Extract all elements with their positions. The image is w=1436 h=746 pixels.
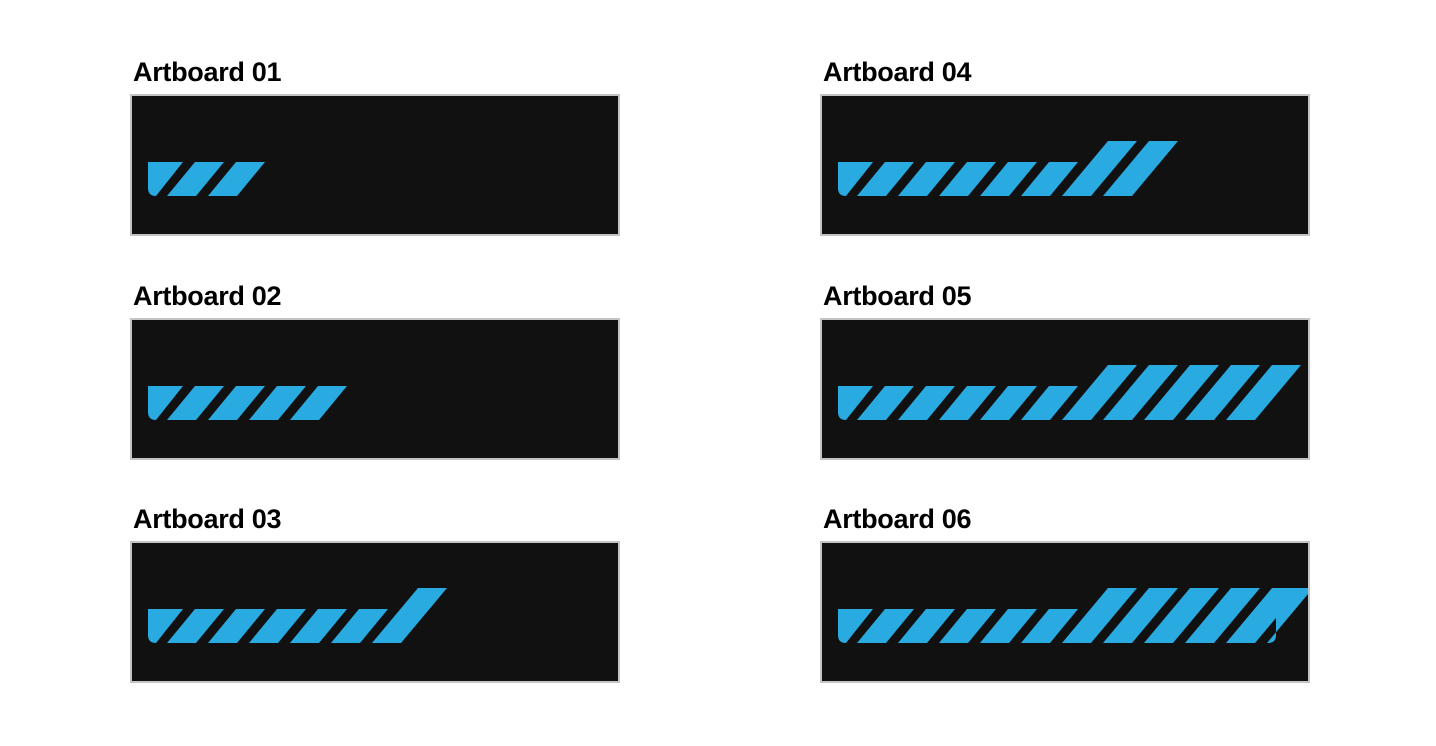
artboard-02: Artboard 02 [130, 280, 620, 460]
progress-segment [857, 386, 914, 420]
progress-segment-start [148, 609, 183, 643]
progress-bar [148, 162, 265, 196]
artboard-title: Artboard 04 [823, 57, 972, 87]
progress-segment [939, 162, 996, 196]
progress-segment [939, 609, 996, 643]
progress-segment [290, 609, 347, 643]
progress-segment [167, 386, 224, 420]
progress-segment [331, 609, 388, 643]
progress-segment-tall [372, 588, 447, 643]
progress-bar [838, 141, 1178, 196]
progress-segment-tall [1103, 365, 1178, 420]
artboard-canvas [820, 94, 1310, 236]
progress-segment [290, 386, 347, 420]
progress-segment [980, 386, 1037, 420]
progress-segment [1021, 162, 1078, 196]
progress-segment [857, 609, 914, 643]
progress-segment [249, 609, 306, 643]
artboard-canvas [130, 541, 620, 683]
artboard-canvas [130, 94, 620, 236]
progress-segment [980, 609, 1037, 643]
progress-segment-tall [1185, 588, 1260, 643]
progress-segment-tall [1226, 365, 1301, 420]
progress-bar [148, 386, 347, 420]
artboard-04: Artboard 04 [820, 56, 1310, 236]
progress-bar [838, 588, 1308, 643]
progress-segment-start [148, 386, 183, 420]
artboard-title: Artboard 01 [133, 57, 282, 87]
progress-segment [1021, 609, 1078, 643]
artboard-title: Artboard 05 [823, 281, 972, 311]
progress-segment-tall [1062, 365, 1137, 420]
progress-segment [167, 609, 224, 643]
progress-segment [167, 162, 224, 196]
progress-segment-tall [1062, 141, 1137, 196]
progress-segment [898, 609, 955, 643]
progress-segment [208, 162, 265, 196]
progress-segment-start [838, 609, 873, 643]
progress-segment [208, 386, 265, 420]
progress-segment-tall [1103, 588, 1178, 643]
progress-segment [898, 162, 955, 196]
progress-segment [980, 162, 1037, 196]
progress-segment [898, 386, 955, 420]
progress-segment [1021, 386, 1078, 420]
progress-segment-start [838, 386, 873, 420]
artboard-01: Artboard 01 [130, 56, 620, 236]
progress-segment-start [838, 162, 873, 196]
artboard-canvas [820, 318, 1310, 460]
artboard-title: Artboard 06 [823, 504, 972, 534]
artboard-title: Artboard 02 [133, 281, 282, 311]
progress-segment-tall [1144, 365, 1219, 420]
progress-segment [857, 162, 914, 196]
progress-segment-start [148, 162, 183, 196]
artboard-canvas [130, 318, 620, 460]
artboard-title: Artboard 03 [133, 504, 282, 534]
progress-bar [148, 588, 447, 643]
progress-segment-end [1267, 588, 1308, 643]
artboard-canvas [820, 541, 1310, 683]
artboard-06: Artboard 06 [820, 503, 1310, 683]
progress-segment-tall [1103, 141, 1178, 196]
progress-segment-tall [1062, 588, 1137, 643]
progress-segment-tall [1185, 365, 1260, 420]
artboard-03: Artboard 03 [130, 503, 620, 683]
progress-segment [939, 386, 996, 420]
progress-bar [838, 365, 1301, 420]
progress-segment [249, 386, 306, 420]
progress-segment-tall [1144, 588, 1219, 643]
artboard-05: Artboard 05 [820, 280, 1310, 460]
progress-segment [208, 609, 265, 643]
